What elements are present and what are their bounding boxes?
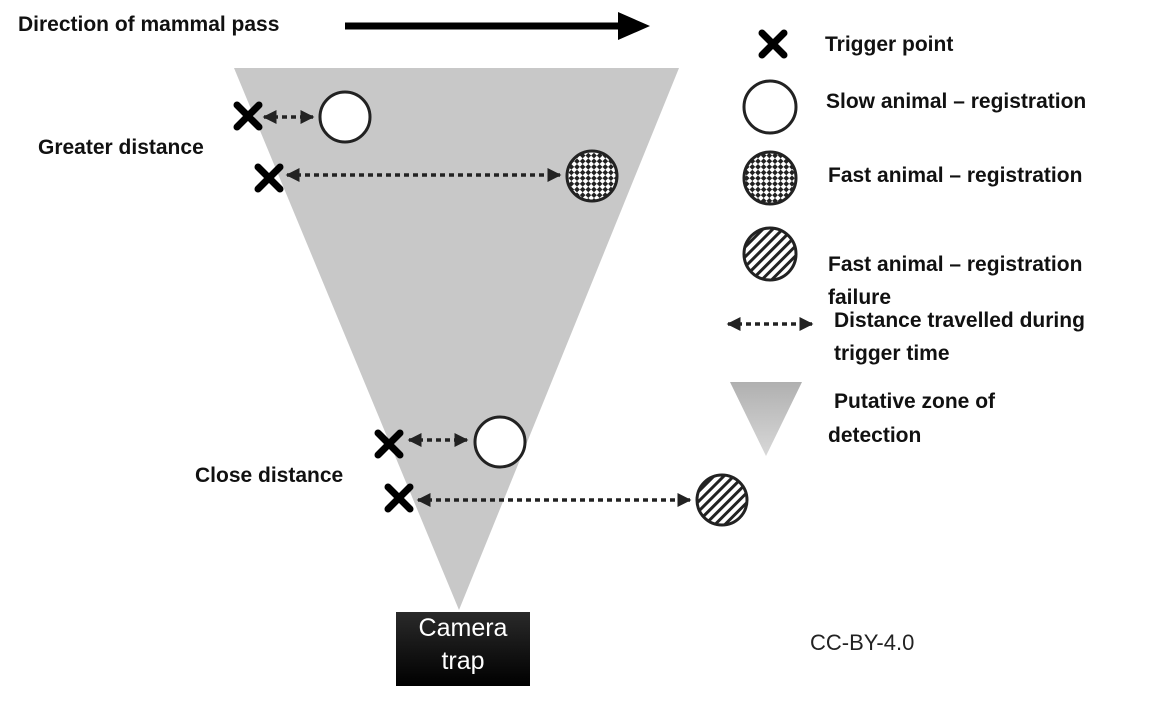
detection-zone: [234, 68, 679, 610]
legend-slow-label: Slow animal – registration: [826, 90, 1087, 113]
failed-animal-icon: [695, 473, 749, 527]
legend-fast-icon: [742, 150, 798, 206]
trigger-point-icon: [374, 429, 404, 459]
fast-animal-icon: [565, 149, 619, 203]
license-label: CC-BY-4.0: [810, 630, 915, 655]
legend-failure-label: Fast animal – registration: [828, 253, 1083, 276]
trap-label: trap: [441, 647, 485, 675]
trigger-point-icon: [384, 483, 414, 513]
slow-animal-icon: [318, 90, 372, 144]
legend-zone-label-2: detection: [828, 424, 922, 447]
direction-label: Direction of mammal pass: [18, 13, 280, 36]
legend-zone-label: Putative zone of: [834, 390, 996, 413]
close-distance-label: Close distance: [195, 464, 344, 487]
legend-failure-icon: [742, 226, 798, 282]
trigger-point-icon: [254, 163, 284, 193]
slow-animal-icon: [473, 415, 527, 469]
legend-fast-label: Fast animal – registration: [828, 164, 1083, 187]
greater-distance-label: Greater distance: [38, 136, 204, 159]
legend-distance-label-2: trigger time: [834, 342, 950, 365]
legend-distance-label: Distance travelled during: [834, 309, 1085, 332]
camera-label: Camera: [418, 614, 508, 642]
camera-trap-box: Camera trap: [396, 612, 530, 686]
legend-zone-icon: [730, 382, 802, 456]
legend-slow-icon: [742, 79, 798, 135]
legend-failure-label-2: failure: [828, 286, 892, 309]
legend-trigger-icon: [758, 29, 788, 59]
legend-trigger-label: Trigger point: [825, 33, 954, 56]
trigger-point-icon: [233, 101, 263, 131]
direction-arrow: [345, 12, 650, 40]
